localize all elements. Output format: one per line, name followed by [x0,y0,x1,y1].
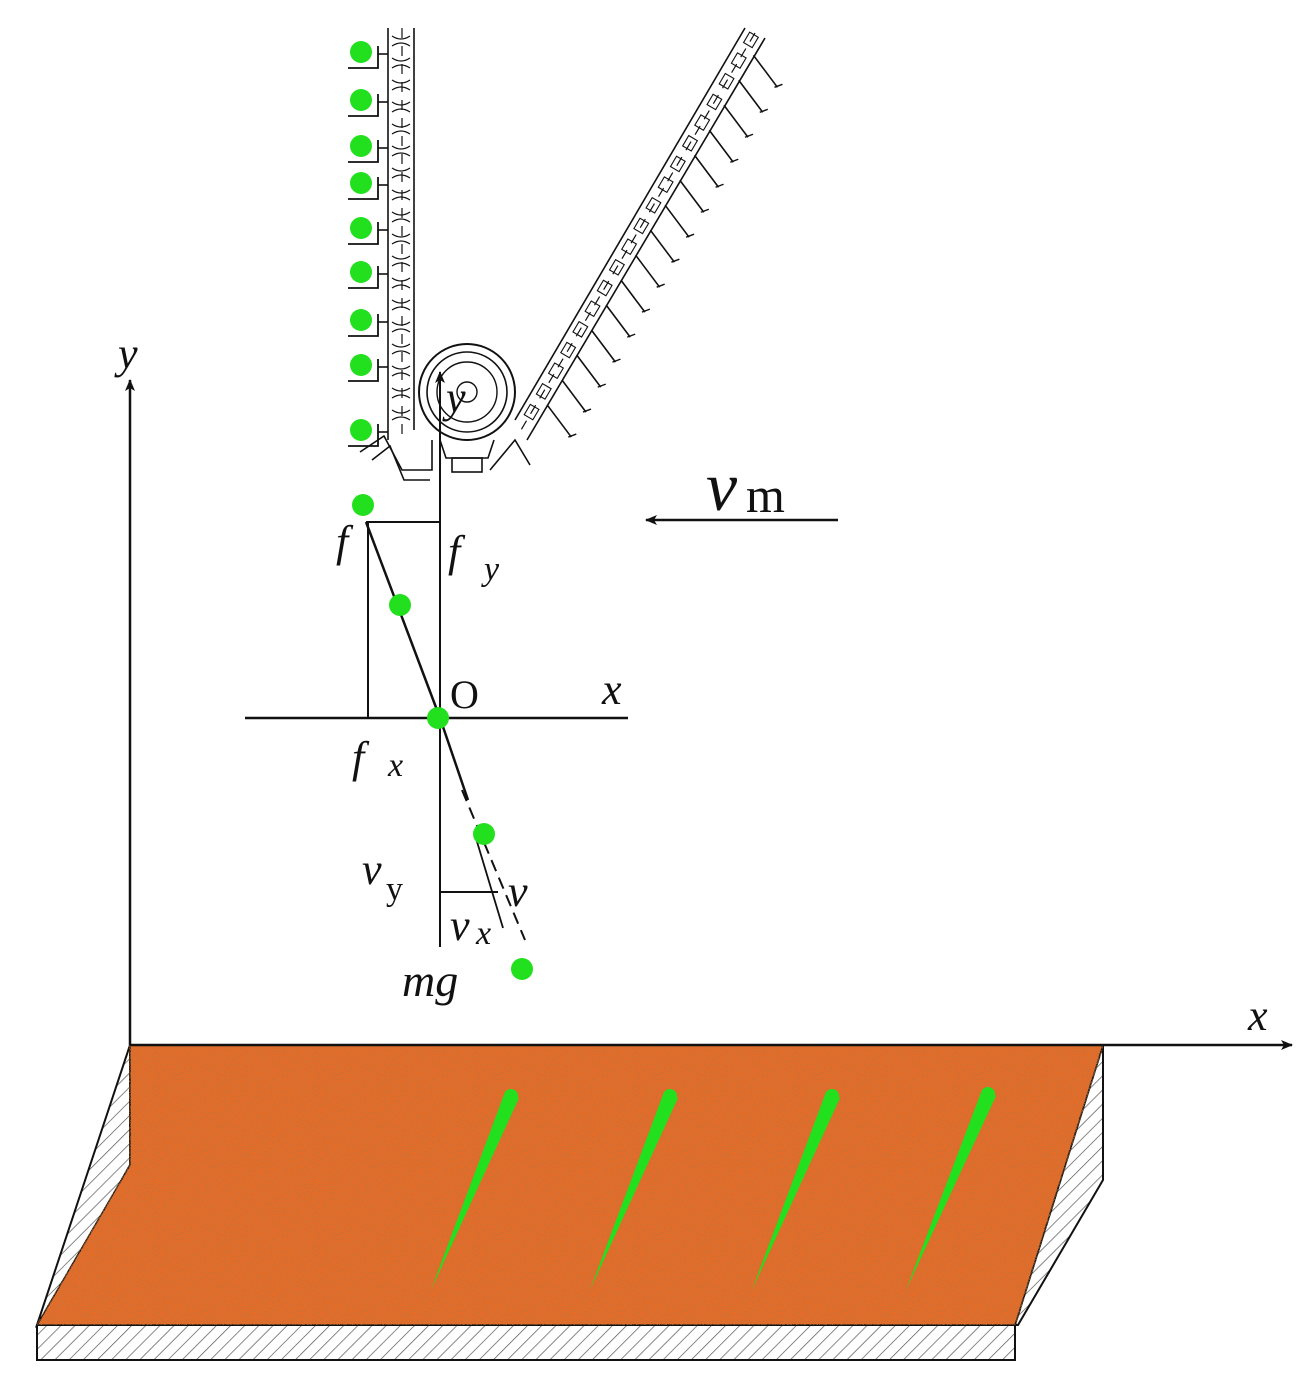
inclined-conveyor-chain [489,27,783,471]
gravity-label: mg [402,955,458,1006]
fy-label-subscript: y [481,551,500,588]
chain-tine [605,304,631,338]
friction-force-label: f [336,517,354,566]
chain-tine [590,329,617,363]
vy-label: v [362,845,382,894]
origin-label: O [450,672,479,717]
seed-streaks [431,1087,996,1290]
ground-axes: y x [114,329,1293,1050]
chain-seed [350,354,372,376]
velocity-parallel-line [474,834,504,929]
drive-sprocket [418,343,516,473]
chain-tine [693,154,720,188]
diagram-labels: y x O f f y f x v m v y v x v mg [336,373,785,1006]
chain-tine [576,354,602,388]
vm-label: v [706,449,738,526]
soil-surface [35,1044,1105,1326]
seed-trajectory-dashed [461,789,526,941]
seed-streak [431,1092,519,1290]
fx-label-subscript: x [387,747,403,784]
soil-bed-front-edge [36,1324,1016,1361]
force-analysis [245,371,838,947]
chain-seed [350,419,372,441]
chain-tine [708,129,734,163]
local-x-axis-label: x [601,665,622,714]
chain-tine [679,179,705,213]
falling-seed [352,494,374,516]
chain-seed [350,89,372,111]
ground-y-axis-label: y [114,329,138,378]
falling-seed [389,594,411,616]
chain-tine [620,279,646,313]
falling-seeds [352,494,533,980]
chain-tine [738,79,764,113]
chain-seed [350,172,372,194]
seed-trajectory-line [438,717,470,801]
chain-tine [561,379,587,413]
chain-seeds [350,41,372,441]
falling-seed [511,958,533,980]
chain-tine [635,254,661,288]
chain-tine [546,404,572,438]
chain-seed [350,217,372,239]
velocity-label: v [508,867,528,916]
chain-seed [350,309,372,331]
seed-streak-tip [825,1089,839,1103]
seed-streak-tip [504,1089,518,1103]
friction-force-vector [364,521,442,719]
seed-streak-tip [663,1089,677,1103]
chain-tine [664,204,690,238]
vm-label-subscript: m [746,467,785,523]
chain-tine [649,229,676,263]
chain-seed [350,261,372,283]
seed-streak [590,1092,678,1290]
chain-tine [723,104,749,138]
vertical-conveyor-chain [348,28,433,481]
chain-tine [752,54,779,88]
chain-links [523,31,783,438]
chain-seed [350,41,372,63]
vy-label-subscript: y [386,871,403,908]
fx-label: f [352,733,370,782]
soil-bed [34,1044,1105,1361]
chain-links [348,35,411,447]
seed-streak [752,1092,840,1290]
falling-seed [473,823,495,845]
seed-streak [906,1090,996,1290]
chain-seed [350,135,372,157]
fy-label: f [448,527,466,576]
ground-x-axis-label: x [1247,991,1268,1040]
local-y-axis-label: y [442,373,466,422]
vx-label: v [450,901,470,950]
falling-seed [427,707,449,729]
vx-label-subscript: x [475,915,491,952]
seed-streak-tip [981,1087,995,1101]
